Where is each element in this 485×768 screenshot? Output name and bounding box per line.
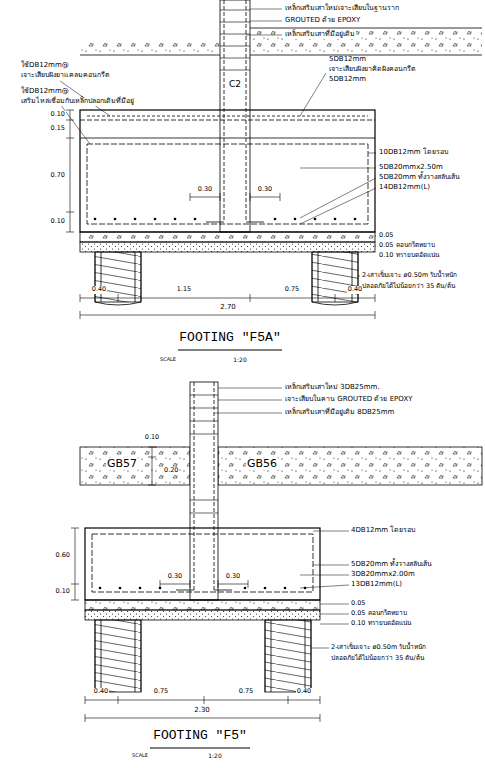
rebar-note: เหล็กเสริมเสาที่มีอยู่เดิม — [284, 31, 356, 39]
dimension-value: 0.40 — [93, 688, 109, 695]
rebar-note: ปลอดภัยได้ไม่น้อยกว่า 35 ตัน/ต้น — [361, 283, 456, 290]
column — [190, 382, 218, 600]
dimension-value: 1.15 — [176, 286, 192, 293]
dimension-value: 0.30 — [257, 186, 273, 193]
rebar-note: 14DB12mm(L) — [378, 184, 431, 192]
dimension-value: 0.75 — [284, 286, 300, 293]
rebar-note: 0.05 คอนกรีตหยาบ — [350, 610, 408, 617]
dimension-value: 0.10 — [144, 434, 160, 441]
rebar-note: 2-เสาเข็มเจาะ ø0.50m รับน้ำหนัก — [330, 644, 427, 651]
dimension-value: 0.05 — [378, 232, 394, 239]
rebar-note: 13DB12mm(L) — [350, 581, 403, 589]
rebar-note: 5DB12mm — [328, 76, 367, 84]
dimension-value: 0.10 — [55, 588, 71, 595]
dimension-value: 0.40 — [91, 286, 107, 293]
rebar-note: 2-เสาเข็มเจาะ ø0.50m รับน้ำหนัก — [361, 272, 458, 279]
dimension-value: 0.30 — [225, 573, 241, 580]
scale-note: SCALE — [159, 357, 177, 363]
rebar-note: 10DB12mm โดยรอบ — [378, 149, 449, 157]
rebar-note: เหล็กเสริมเสาที่มีอยู่เดิม 8DB25mm — [284, 409, 395, 417]
rebar-note: เจาะเสียบในคาน GROUTED ด้วย EPOXY — [284, 396, 413, 404]
dimension-value: 0.75 — [153, 688, 169, 695]
footing — [85, 528, 320, 600]
rebar-note: เจาะเสียบฝังยาแคลมคอนกรีต — [20, 72, 111, 80]
rebar-note: 5DB12mm — [328, 56, 367, 64]
rebar-note: 5DB20mm ทั้งวางสลับเส้น — [378, 174, 461, 182]
rebar-note: เหล็กเสริมเสาใหม่เจาะเสียบในฐานราก — [284, 5, 400, 13]
dimension-value: 0.20 — [163, 467, 179, 474]
dimension-value: 0.10 — [50, 111, 66, 118]
dimension-value: 0.30 — [167, 573, 183, 580]
rebar-note: 4DB12mm โดยรอบ — [350, 527, 416, 535]
dimension-value: 0.75 — [238, 688, 254, 695]
drawing-title: FOOTING "F5" — [152, 729, 248, 743]
dimension-value: 0.60 — [55, 552, 71, 559]
rebar-note: GROUTED ด้วย EPOXY — [284, 17, 361, 25]
rebar-note: เหล็กเสริมเสาใหม่ 3DB25mm. — [284, 384, 381, 392]
drawing-title: FOOTING "F5A" — [178, 331, 281, 345]
dimension-value: 2.30 — [193, 707, 211, 715]
rebar-note: 5DB20mmx2.50m — [378, 164, 444, 172]
footing — [80, 110, 375, 232]
dimension-value: 0.30 — [197, 186, 213, 193]
dimension-value: 0.10 — [50, 218, 66, 225]
dimension-value: 0.15 — [50, 125, 66, 132]
scale-note: SCALE — [131, 753, 149, 759]
rebar-note: เสริมไหล่เชื่อมกับเหล็กปลอกเดิมที่มีอยู่ — [20, 98, 135, 106]
member-tag: GB56 — [246, 458, 278, 470]
scale-note: 1:20 — [207, 753, 222, 760]
slab — [250, 28, 482, 55]
rebar-note: เจาะเสียบฝังยาคิดฝังคอนกรีต — [328, 66, 417, 74]
rebar-note: 3DB20mmx2.00m — [350, 571, 416, 579]
rebar-note: 5DB20mm ทั้งวางสลับเส้น — [350, 561, 433, 569]
dimension-value: 0.05 — [350, 600, 366, 607]
scale-note: 1:20 — [232, 357, 247, 364]
dimension-value: 0.40 — [296, 688, 312, 695]
dimension-value: 2.70 — [219, 304, 237, 312]
member-tag: GB57 — [106, 458, 138, 470]
rebar-note: ใช้DB12mm@ — [20, 62, 70, 70]
rebar-note: 0.05 คอนกรีตหยาบ — [378, 242, 436, 249]
rebar-note: 0.10 ทรายบดอัดแน่น — [378, 252, 440, 259]
dimension-value: 0.70 — [50, 172, 66, 179]
rebar-note: ใช้DB12mm@ — [20, 88, 70, 96]
rebar-note: ปลอดภัยได้ไม่น้อยกว่า 35 ตัน/ต้น — [330, 655, 425, 662]
member-tag: C2 — [228, 80, 242, 90]
dimension-value: 0.40 — [347, 286, 363, 293]
rebar-note: 0.10 ทรายบดอัดแน่น — [350, 620, 412, 627]
